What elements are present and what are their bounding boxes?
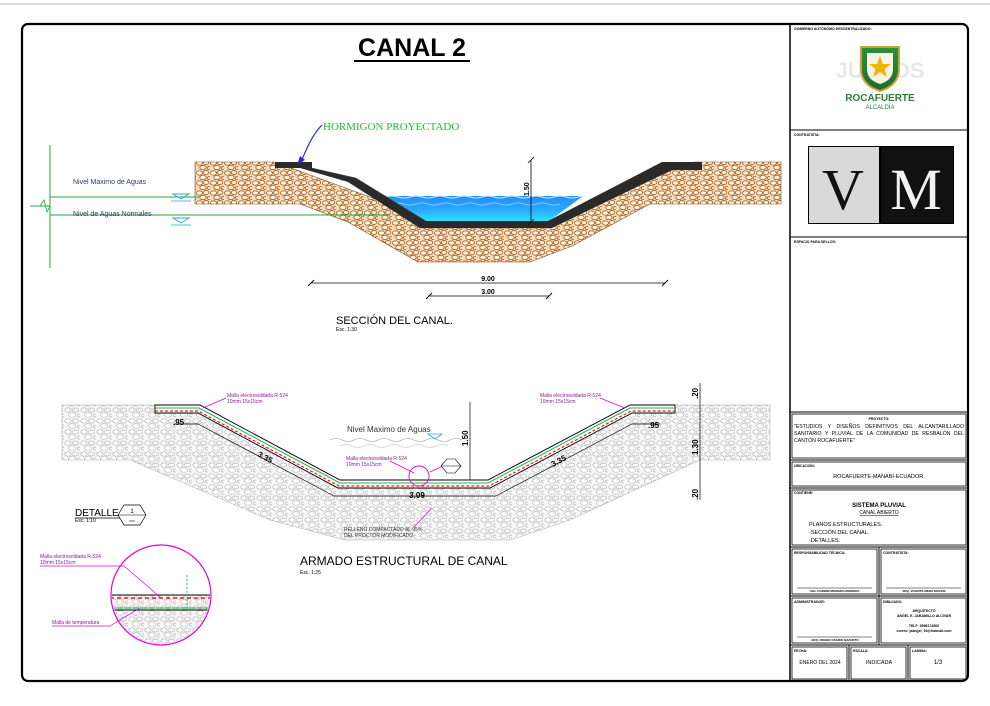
project-label: PROYECTO: bbox=[869, 417, 890, 421]
draw-phone: TELF: 0996174800 bbox=[909, 624, 939, 628]
armado-scale: Esc. 1:25 bbox=[300, 570, 321, 576]
armado-right-top-dim: .95 bbox=[648, 421, 660, 430]
draw-label: DIBUJADO: bbox=[883, 600, 902, 604]
content-item: -DETALLES. bbox=[809, 538, 841, 544]
date-label: FECHA: bbox=[794, 649, 807, 653]
vm-logo: V M bbox=[808, 146, 954, 224]
fill-note-line2: DEL PROCTOR MODIFICADO bbox=[344, 533, 413, 539]
content-item: -SECCIÓN DEL CANAL. bbox=[809, 529, 870, 536]
section-caption: SECCIÓN DEL CANAL. bbox=[336, 314, 453, 327]
content-label: CONTIENE: bbox=[794, 491, 813, 495]
draw-name: ANGEL E. JARAMILLO ALCIVAR bbox=[897, 614, 951, 618]
canal-section: Nivel Maximo de Aguas Nivel de Aguas Nor… bbox=[30, 121, 782, 333]
rocafuerte-logo: JUNTOS bbox=[836, 46, 924, 93]
mesh-left-spec: 10mm 15x15cm bbox=[227, 399, 263, 405]
armado-caption: ARMADO ESTRUCTURAL DE CANAL bbox=[300, 554, 508, 568]
content-title: SISTEMA PLUVIAL bbox=[852, 503, 906, 509]
normal-water-label: Nivel de Aguas Normales bbox=[73, 211, 152, 218]
sheet-value: 1/3 bbox=[934, 660, 943, 666]
mesh-left-label: Malla electrosoldada R-524 bbox=[227, 393, 288, 399]
armado-max-water-label: Nivel Maximo de Aguas bbox=[347, 425, 431, 434]
sheet-border bbox=[20, 22, 970, 683]
contr-name: ARQ. VICENTE MERA MOLINA bbox=[902, 589, 946, 593]
vm-logo-v: V bbox=[822, 157, 864, 222]
detail-mesh-label: Malla electrosoldada R-524 bbox=[40, 554, 101, 560]
armado-left-top-dim: .95 bbox=[173, 418, 185, 427]
drawing-title: CANAL 2 bbox=[358, 34, 466, 62]
project-text: "ESTUDIOS Y DISEÑOS DEFINITIVOS DEL ALCA… bbox=[794, 424, 964, 444]
contractor-label: CONTRATISTA: bbox=[794, 133, 820, 137]
armado-right-height-dim: 1.30 bbox=[691, 439, 700, 455]
scale-value: INDICADA bbox=[866, 660, 893, 666]
detail-temp-mesh-label: Malla de temperatura bbox=[52, 620, 99, 626]
detail-1: DETALLE 1 Esc. 1:10 Malla electrosoldada… bbox=[40, 504, 212, 646]
section-top-width-dim: 9.00 bbox=[481, 276, 495, 283]
detail-callout-circle bbox=[408, 465, 430, 487]
mesh-right-spec: 10mm 15x15cm bbox=[540, 399, 576, 405]
location-text: ROCAFUERTE-MANABÍ-ECUADOR. bbox=[833, 473, 925, 480]
max-water-label: Nivel Maximo de Aguas bbox=[73, 179, 147, 186]
draw-email: correo: jaangel_93@hotmail.com bbox=[897, 629, 952, 633]
logo-sub: ALCALDÍA bbox=[865, 104, 894, 111]
vm-logo-m: M bbox=[890, 157, 942, 222]
armado-top-thickness-dim: .20 bbox=[691, 387, 700, 399]
date-value: ENERO DEL 2024 bbox=[799, 660, 840, 666]
armado-depth-dim: 1.50 bbox=[461, 430, 470, 446]
logo-name: ROCAFUERTE bbox=[845, 93, 915, 104]
section-bottom-width-dim: 3.00 bbox=[481, 289, 495, 296]
content-subtitle: CANAL ABIERTO bbox=[859, 510, 898, 516]
resp-name: ING. DARWIN MOREIRA MOREIRA bbox=[810, 589, 860, 593]
contr-label: CONTRATISTA: bbox=[883, 551, 909, 555]
detail-mesh-spec: 10mm 15x15cm bbox=[40, 560, 76, 566]
scale-label: ESCALA: bbox=[853, 649, 869, 653]
armado-bottom-dim: 3.09 bbox=[409, 491, 425, 500]
fill-note-line1: RELLENO COMPACTADO AL 95% bbox=[344, 527, 423, 533]
section-depth-dim: 1.50 bbox=[524, 182, 531, 196]
location-label: UBICACIÓN: bbox=[794, 463, 815, 468]
detail-number: 1 bbox=[130, 509, 134, 515]
armado-bottom-thickness-dim: .20 bbox=[691, 488, 700, 500]
mesh-center-spec: 10mm 15x15cm bbox=[346, 462, 382, 468]
gov-label: GOBIERNO AUTÓNOMO DESCENTRALIZADO: bbox=[794, 26, 872, 31]
seals-label: ESPACIO PARA SELLOS: bbox=[794, 240, 836, 244]
structural-armado: Nivel Maximo de Aguas Malla electrosolda… bbox=[61, 383, 771, 576]
titleblock-grid bbox=[790, 129, 968, 681]
resp-label: RESPONSABILIDAD TÉCNICA: bbox=[794, 550, 846, 555]
mesh-right-label: Malla electrosoldada R-524 bbox=[540, 393, 601, 399]
content-item: PLANOS ESTRUCTURALES. bbox=[809, 522, 883, 528]
mesh-center-label: Malla electrosoldada R-524 bbox=[346, 456, 407, 462]
draw-role: ARQUITECTO bbox=[912, 609, 935, 613]
admin-name: ARQ. ROGER OSARIO BAZURTO bbox=[811, 638, 859, 642]
detail-label: DETALLE bbox=[75, 508, 119, 519]
admin-label: ADMINISTRADOR: bbox=[794, 600, 825, 604]
detail-scale: Esc. 1:10 bbox=[75, 518, 96, 524]
sheet-label: LAMINA: bbox=[912, 649, 927, 653]
section-scale: Esc. 1:30 bbox=[336, 327, 357, 333]
shotcrete-label: HORMIGON PROYECTADO bbox=[323, 121, 459, 133]
